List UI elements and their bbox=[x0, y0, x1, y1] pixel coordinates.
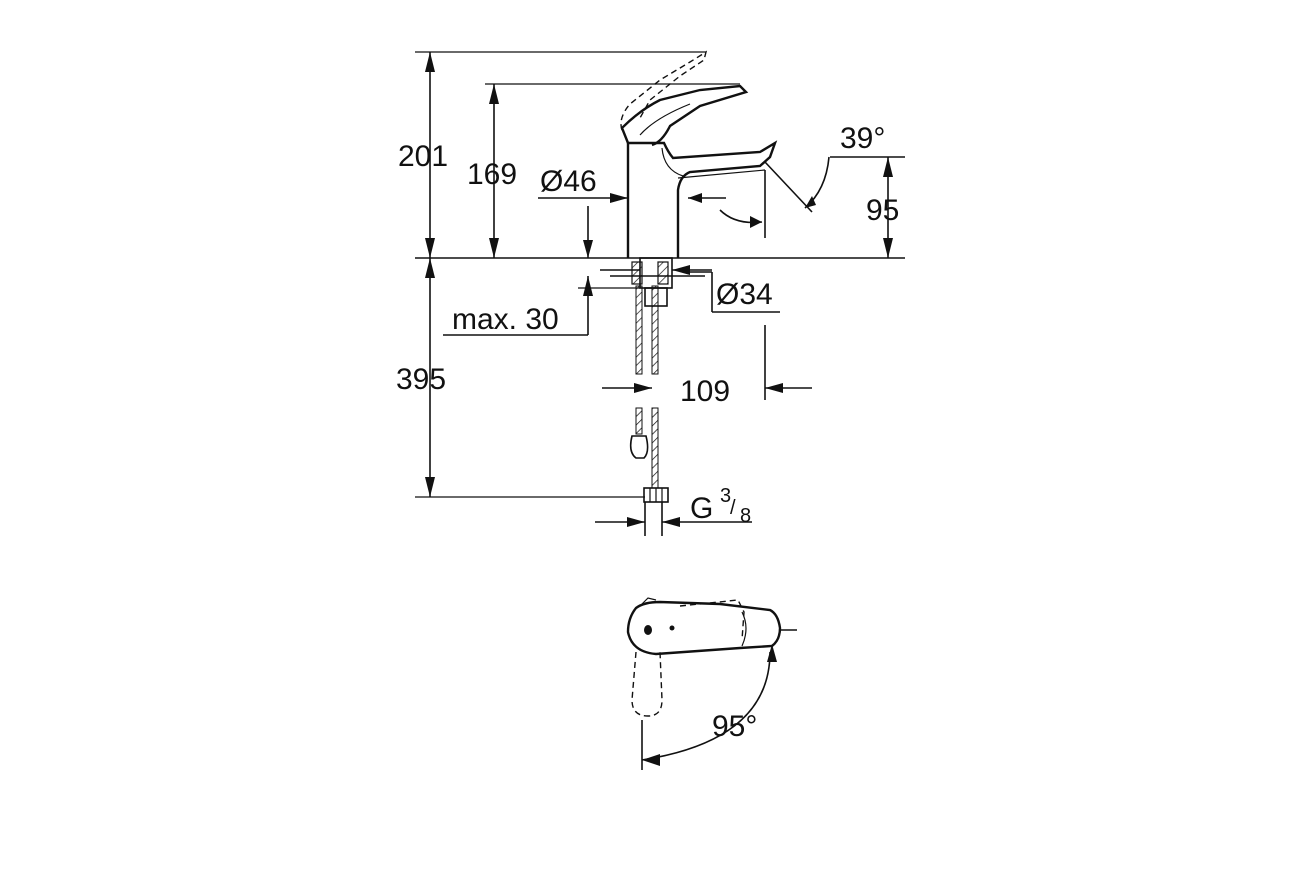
label-angle-39: 39° bbox=[840, 122, 885, 155]
spout-top-edge bbox=[741, 611, 747, 647]
faucet-side-view: 201 169 Ø46 39° 95 Ø34 max. 30 395 109 G… bbox=[396, 50, 905, 536]
lever-tab bbox=[639, 597, 657, 607]
label-max-30: max. 30 bbox=[452, 303, 559, 336]
label-thread-num: 3 bbox=[720, 485, 731, 507]
body-top-outline bbox=[626, 600, 782, 656]
label-395: 395 bbox=[396, 363, 446, 396]
label-95: 95 bbox=[866, 194, 899, 227]
faucet-body bbox=[626, 140, 778, 258]
supply-hoses bbox=[629, 285, 669, 536]
label-169: 169 bbox=[467, 158, 517, 191]
label-diameter-34: Ø34 bbox=[716, 278, 773, 311]
indicator-dot-right bbox=[669, 625, 675, 631]
label-thread-den: 8 bbox=[740, 505, 751, 527]
lever-inner-edge bbox=[639, 103, 691, 136]
indicator-dot-left bbox=[644, 625, 652, 635]
lever-swivel-outline bbox=[631, 651, 663, 717]
faucet-top-view: 95° bbox=[626, 597, 797, 770]
label-thread-slash: / bbox=[730, 497, 736, 519]
label-diameter-46: Ø46 bbox=[540, 165, 597, 198]
lever-lifted-outline bbox=[620, 50, 708, 131]
lever-angle-arc bbox=[804, 156, 830, 209]
label-201: 201 bbox=[398, 140, 448, 173]
label-angle-95: 95° bbox=[712, 710, 757, 743]
spout-lower-edge bbox=[677, 169, 766, 179]
lever-handle bbox=[620, 84, 749, 147]
spout-underside bbox=[661, 147, 684, 177]
swivel-arc bbox=[641, 651, 771, 761]
label-109: 109 bbox=[680, 375, 730, 408]
lever-angle-line bbox=[764, 161, 813, 213]
label-thread-g: G bbox=[690, 492, 713, 525]
